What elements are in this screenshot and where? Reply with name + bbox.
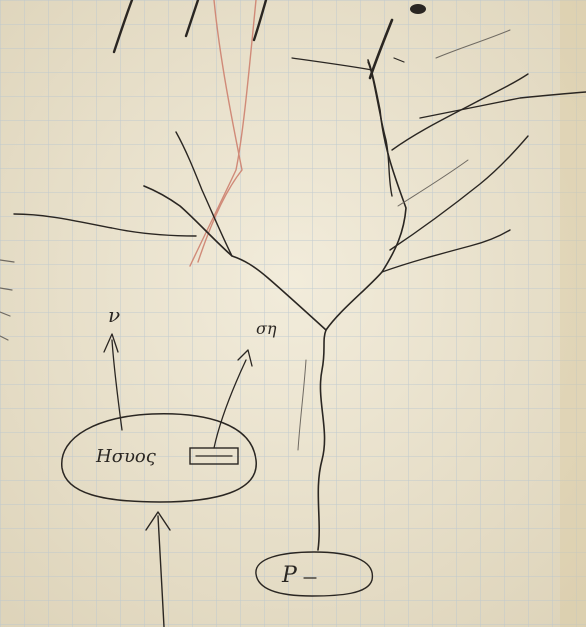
arrow-label-right: ση bbox=[256, 319, 277, 338]
oval-label-small: Ρ bbox=[281, 563, 298, 588]
ink-blot bbox=[410, 4, 426, 14]
arrow-label-left: ν bbox=[108, 303, 120, 327]
oval-label-large: Ησυος bbox=[95, 446, 157, 467]
